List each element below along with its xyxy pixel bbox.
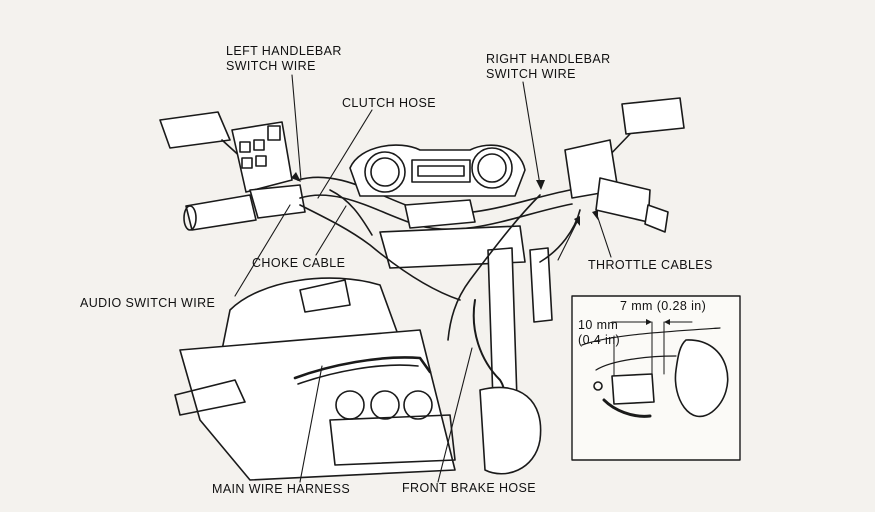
label-line: LEFT HANDLEBAR bbox=[226, 44, 342, 58]
fairing bbox=[479, 386, 542, 475]
left-handlebar-switch-wire-label: LEFT HANDLEBAR SWITCH WIRE bbox=[226, 44, 342, 74]
right-mirror bbox=[604, 97, 685, 161]
label-line: RIGHT HANDLEBAR bbox=[486, 52, 611, 66]
clutch-hose-label: CLUTCH HOSE bbox=[342, 96, 436, 110]
inset-detail bbox=[571, 295, 741, 461]
right-handlebar-switch-wire-label: RIGHT HANDLEBAR SWITCH WIRE bbox=[486, 52, 611, 82]
label-line: 10 mm bbox=[578, 318, 619, 332]
right-switch-housing bbox=[564, 139, 669, 233]
label-line: (0.4 in) bbox=[578, 333, 621, 347]
dimension-10mm-label: 10 mm (0.4 in) bbox=[578, 318, 620, 348]
engine-block bbox=[174, 329, 456, 481]
fork-tube bbox=[487, 247, 553, 433]
left-switch-housing bbox=[183, 121, 306, 231]
throttle-cables-label: THROTTLE CABLES bbox=[588, 258, 713, 272]
audio-switch-wire-label: AUDIO SWITCH WIRE bbox=[80, 296, 216, 310]
dimension-7mm-label: 7 mm (0.28 in) bbox=[620, 299, 707, 313]
main-wire-harness bbox=[293, 356, 432, 385]
choke-cable-label: CHOKE CABLE bbox=[252, 256, 346, 270]
label-line: SWITCH WIRE bbox=[486, 67, 576, 81]
label-line: SWITCH WIRE bbox=[226, 59, 316, 73]
instrument-cluster bbox=[349, 144, 526, 197]
leader-lines bbox=[234, 74, 612, 483]
main-wire-harness-label: MAIN WIRE HARNESS bbox=[212, 482, 351, 496]
front-brake-hose-label: FRONT BRAKE HOSE bbox=[402, 481, 536, 495]
